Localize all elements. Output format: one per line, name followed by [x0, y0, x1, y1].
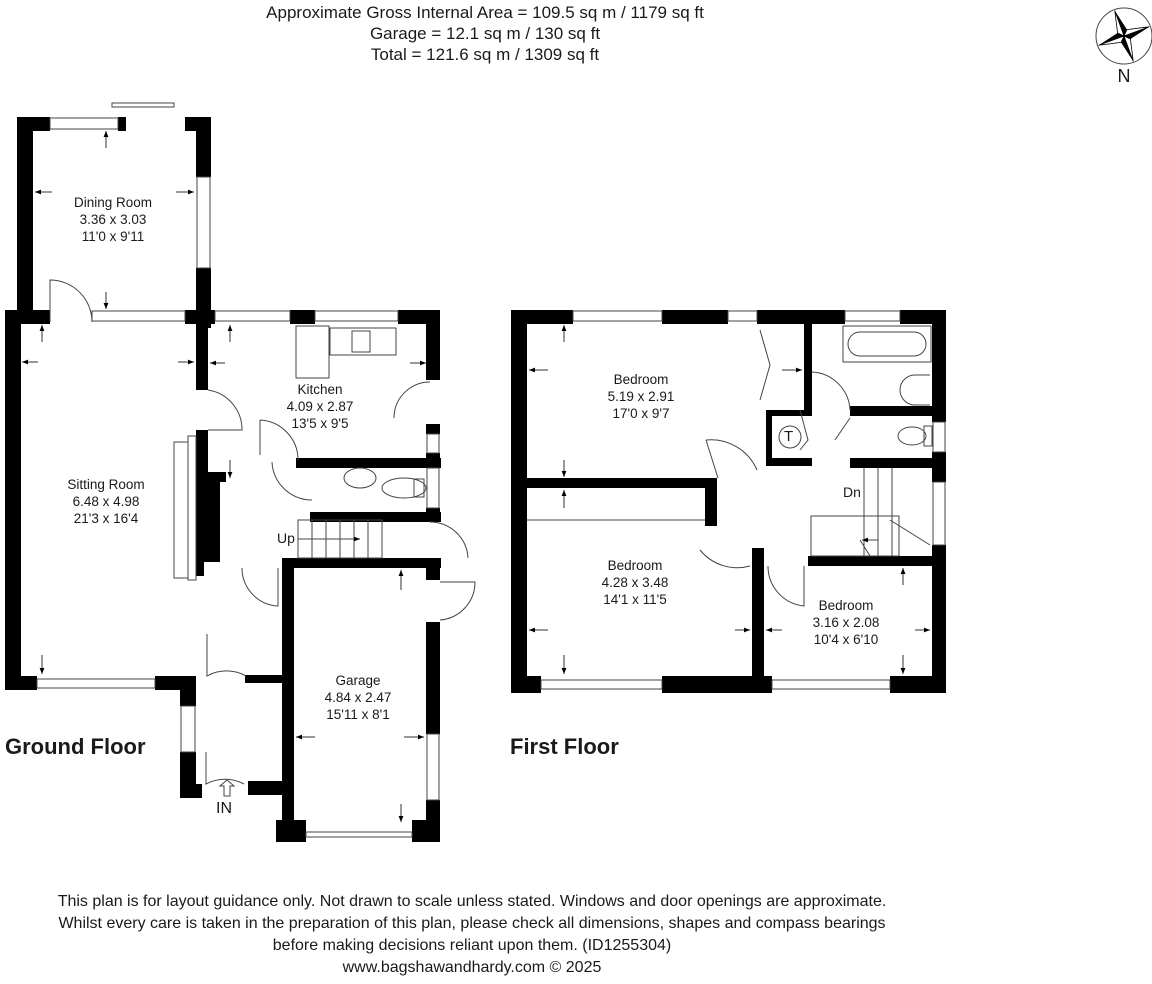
ground-floor-title: Ground Floor: [5, 734, 146, 759]
compass: N: [1088, 6, 1152, 86]
first-floor-title: First Floor: [510, 734, 619, 759]
room-dimensions-metric: 5.19 x 2.91: [607, 389, 675, 404]
room-name: Dining Room: [73, 195, 153, 210]
room-dimensions-imperial: 15'11 x 8'1: [326, 707, 390, 722]
room-label-bedroom-2: Bedroom 4.28 x 3.48 14'1 x 11'5: [602, 557, 669, 608]
room-dimensions-imperial: 13'5 x 9'5: [291, 416, 349, 431]
tank-label: T: [784, 428, 794, 445]
room-name: Kitchen: [297, 382, 343, 397]
room-dimensions-metric: 6.48 x 4.98: [72, 494, 140, 509]
stairs-down-label: Dn: [843, 484, 861, 500]
room-name: Sitting Room: [67, 477, 145, 492]
disclaimer-line-3: before making decisions reliant upon the…: [272, 937, 672, 954]
ground-floor-dimension-arrows: [22, 131, 426, 822]
room-label-bedroom-3: Bedroom 3.16 x 2.08 10'4 x 6'10: [813, 597, 880, 648]
room-label-bedroom-1: Bedroom 5.19 x 2.91 17'0 x 9'7: [608, 371, 675, 422]
ground-floor-fixtures: [49, 279, 476, 797]
total-area-text: Total = 121.6 sq m / 1309 sq ft: [370, 45, 600, 64]
room-dimensions-imperial: 21'3 x 16'4: [73, 511, 139, 526]
room-dimensions-metric: 4.09 x 2.87: [286, 399, 354, 414]
entrance-label: IN: [216, 800, 232, 817]
room-dimensions-imperial: 17'0 x 9'7: [612, 406, 670, 421]
ground-floor-walls: [5, 117, 441, 842]
gross-internal-area-text: Approximate Gross Internal Area = 109.5 …: [266, 3, 704, 22]
room-dimensions-imperial: 14'1 x 11'5: [603, 592, 667, 607]
area-summary: Approximate Gross Internal Area = 109.5 …: [0, 2, 970, 65]
compass-rose-icon: [1095, 7, 1152, 65]
garage-area-text: Garage = 12.1 sq m / 130 sq ft: [369, 24, 601, 43]
first-floor-dimension-arrows: [529, 325, 930, 674]
room-dimensions-metric: 3.36 x 3.03: [79, 212, 147, 227]
room-dimensions-imperial: 11'0 x 9'11: [81, 229, 145, 244]
room-label-dining-room: Dining Room 3.36 x 3.03 11'0 x 9'11: [74, 194, 152, 245]
website-copyright: www.bagshawandhardy.com © 2025: [342, 959, 602, 976]
room-dimensions-metric: 4.28 x 3.48: [601, 575, 669, 590]
room-label-garage: Garage 4.84 x 2.47 15'11 x 8'1: [325, 672, 392, 723]
room-name: Bedroom: [607, 558, 663, 573]
room-dimensions-metric: 3.16 x 2.08: [812, 615, 880, 630]
room-label-sitting-room: Sitting Room 6.48 x 4.98 21'3 x 16'4: [67, 476, 144, 527]
room-name: Garage: [335, 673, 381, 688]
room-dimensions-imperial: 10'4 x 6'10: [813, 632, 879, 647]
room-dimensions-metric: 4.84 x 2.47: [324, 690, 392, 705]
stairs-up-label: Up: [277, 530, 295, 546]
first-floor-windows: [540, 310, 946, 690]
disclaimer-line-2: Whilst every care is taken in the prepar…: [58, 915, 886, 932]
room-name: Bedroom: [613, 372, 669, 387]
room-label-kitchen: Kitchen 4.09 x 2.87 13'5 x 9'5: [287, 381, 354, 432]
ground-floor-windows: [36, 102, 440, 838]
disclaimer-line-1: This plan is for layout guidance only. N…: [57, 893, 887, 910]
disclaimer: This plan is for layout guidance only. N…: [0, 891, 944, 979]
first-floor-fixtures: [527, 325, 933, 607]
room-name: Bedroom: [818, 598, 874, 613]
north-label: N: [1117, 66, 1131, 86]
first-floor-walls: [511, 310, 946, 693]
